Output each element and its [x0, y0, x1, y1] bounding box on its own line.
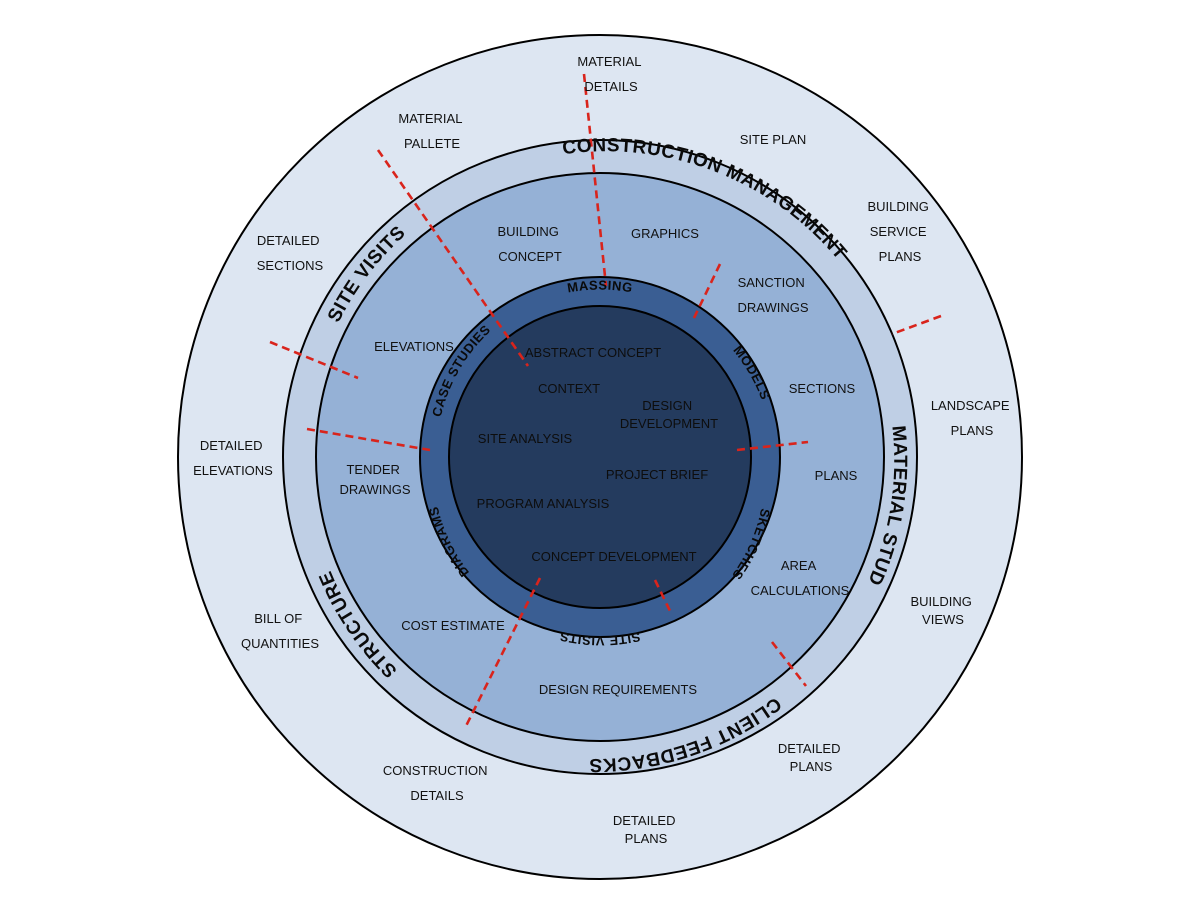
- core-item-concept-development: CONCEPT DEVELOPMENT: [531, 549, 696, 564]
- core-item-abstract-concept: ABSTRACT CONCEPT: [525, 345, 661, 360]
- outer-item-detailed-elevations: DETAILED ELEVATIONS: [193, 438, 273, 478]
- divider-line: [582, 73, 608, 287]
- divider-line: [653, 579, 673, 614]
- middle-item-sanction-drawings: SANCTION DRAWINGS: [737, 275, 808, 315]
- divider-line: [269, 340, 359, 380]
- core-item-site-analysis: SITE ANALYSIS: [478, 431, 573, 446]
- divider-lines: [269, 73, 942, 729]
- outer-item-bill-of-quantities: BILL OF QUANTITIES: [241, 611, 319, 651]
- outer-item-detailed-plans-bottom: DETAILED PLANS: [613, 813, 679, 846]
- outer-item-site-plan: SITE PLAN: [740, 132, 806, 147]
- core-item-project-brief: PROJECT BRIEF: [606, 467, 708, 482]
- middle-item-sections: SECTIONS: [789, 381, 856, 396]
- divider-line: [692, 263, 722, 319]
- outer-item-landscape-plans: LANDSCAPE PLANS: [931, 398, 1013, 438]
- core-item-program-analysis: PROGRAM ANALYSIS: [477, 496, 610, 511]
- outer-item-material-details: MATERIAL DETAILS: [577, 54, 644, 94]
- divider-line: [376, 149, 530, 367]
- outer-item-material-pallete: MATERIAL PALLETE: [398, 111, 465, 151]
- core-circle: [448, 305, 752, 609]
- middle-item-cost-estimate: COST ESTIMATE: [401, 618, 505, 633]
- middle-item-building-concept: BUILDING CONCEPT: [497, 224, 562, 264]
- middle-item-design-requirements: DESIGN REQUIREMENTS: [539, 682, 698, 697]
- middle-item-graphics: GRAPHICS: [631, 226, 699, 241]
- divider-line: [770, 641, 808, 687]
- divider-line: [306, 427, 431, 452]
- middle-item-area-calculations: AREA CALCULATIONS: [751, 558, 850, 598]
- divider-line: [463, 577, 542, 729]
- outer-item-construction-details: CONSTRUCTION DETAILS: [383, 763, 491, 803]
- outer-item-detailed-sections: DETAILED SECTIONS: [257, 233, 324, 273]
- core-item-context: CONTEXT: [538, 381, 600, 396]
- outer-item-detailed-plans-right: DETAILED PLANS: [778, 741, 844, 774]
- inner-band-label-massing: MASSING: [566, 277, 634, 295]
- middle-item-tender-drawings: TENDER DRAWINGS: [339, 462, 410, 497]
- inner-band-label-site-visits: SITE VISITS: [558, 629, 642, 649]
- outer-item-building-service-plans: BUILDING SERVICE PLANS: [867, 199, 932, 264]
- outer-item-building-views: BUILDING VIEWS: [910, 594, 975, 627]
- divider-line: [891, 314, 942, 336]
- middle-item-elevations: ELEVATIONS: [374, 339, 454, 354]
- divider-line: [736, 440, 809, 452]
- core-item-design-development: DESIGN DEVELOPMENT: [620, 398, 718, 431]
- middle-item-plans: PLANS: [815, 468, 858, 483]
